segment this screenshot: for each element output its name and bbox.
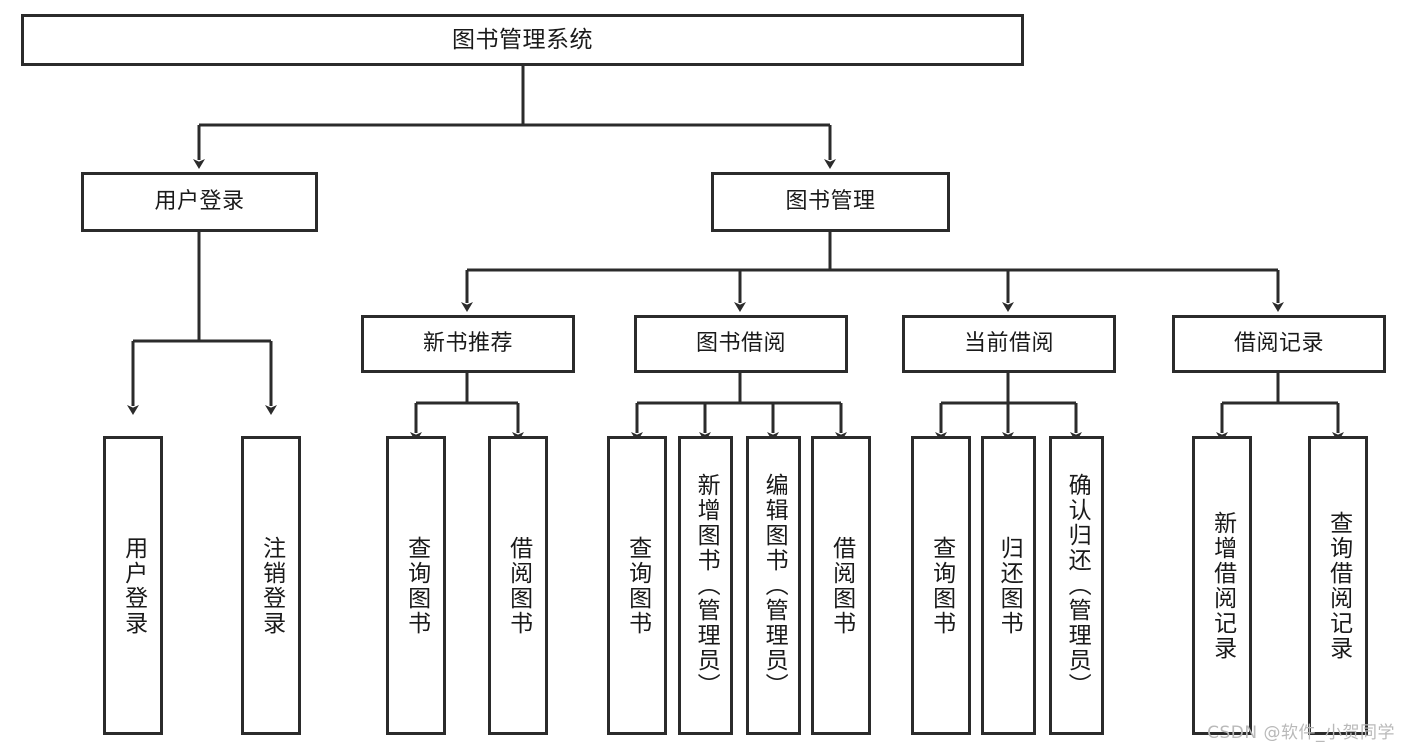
node-label: 注销登录 [258,535,285,636]
node-label: 用户登录 [154,188,245,214]
node-new-book-recommend[interactable]: 新书推荐 [361,315,575,373]
node-label: 借阅图书 [828,535,855,636]
leaf-user-login[interactable]: 用户登录 [103,436,163,735]
leaf-query-book-new[interactable]: 查询图书 [386,436,446,735]
node-borrow-record[interactable]: 借阅记录 [1172,315,1386,373]
node-label: 查询借阅记录 [1325,510,1352,661]
leaf-borrow-book[interactable]: 借阅图书 [811,436,871,735]
leaf-edit-book-admin[interactable]: 编辑图书（管理员） [746,436,801,735]
node-label: 图书管理系统 [452,26,593,53]
node-label: 归还图书 [996,535,1023,636]
node-label: 新书推荐 [422,330,513,356]
node-label: 当前借阅 [963,330,1054,356]
leaf-confirm-return-admin[interactable]: 确认归还（管理员） [1049,436,1104,735]
node-label: 图书借阅 [695,330,786,356]
node-label: 借阅图书 [505,535,532,636]
node-label: 新增图书（管理员） [693,473,720,698]
leaf-query-book-current[interactable]: 查询图书 [911,436,971,735]
leaf-borrow-book-new[interactable]: 借阅图书 [488,436,548,735]
leaf-user-logout[interactable]: 注销登录 [241,436,301,735]
node-label: 查询图书 [624,535,651,636]
node-label: 查询图书 [928,535,955,636]
node-book-borrow[interactable]: 图书借阅 [634,315,848,373]
leaf-return-book[interactable]: 归还图书 [981,436,1036,735]
leaf-query-book[interactable]: 查询图书 [607,436,667,735]
leaf-add-book-admin[interactable]: 新增图书（管理员） [678,436,733,735]
node-label: 用户登录 [120,535,147,636]
node-user-login[interactable]: 用户登录 [81,172,318,232]
node-label: 借阅记录 [1233,330,1324,356]
node-label: 确认归还（管理员） [1064,473,1091,698]
csdn-watermark: CSDN @软件_小贺同学 [1207,723,1395,743]
leaf-add-borrow-record[interactable]: 新增借阅记录 [1192,436,1252,735]
node-current-borrow[interactable]: 当前借阅 [902,315,1116,373]
node-book-management[interactable]: 图书管理 [711,172,950,232]
node-label: 新增借阅记录 [1209,510,1236,661]
leaf-query-borrow-record[interactable]: 查询借阅记录 [1308,436,1368,735]
node-label: 图书管理 [785,188,876,214]
node-root-system[interactable]: 图书管理系统 [21,14,1024,66]
node-label: 查询图书 [403,535,430,636]
node-label: 编辑图书（管理员） [761,473,788,698]
